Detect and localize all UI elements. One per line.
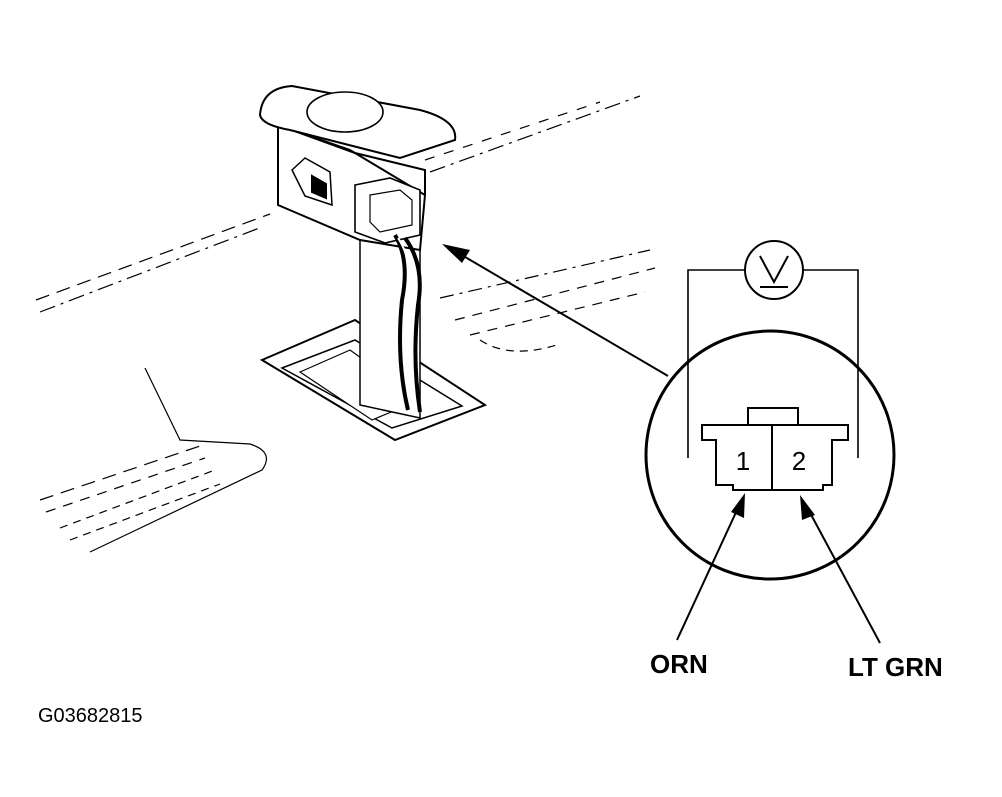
switch-assembly (258, 84, 488, 442)
pin-1-label: 1 (736, 446, 750, 476)
figure-code: G03682815 (38, 705, 143, 727)
pin2-wire-color: LT GRN (848, 652, 943, 682)
floor-outline (35, 95, 656, 553)
voltmeter-icon (744, 240, 804, 300)
connector-detail-circle (644, 329, 896, 581)
connector-face (701, 407, 849, 491)
callout-arrow (442, 244, 669, 377)
pin1-wire-color: ORN (650, 649, 708, 679)
voltmeter-circuit (687, 269, 859, 458)
pin-2-label: 2 (792, 446, 806, 476)
wire-color-pointers (676, 493, 881, 644)
